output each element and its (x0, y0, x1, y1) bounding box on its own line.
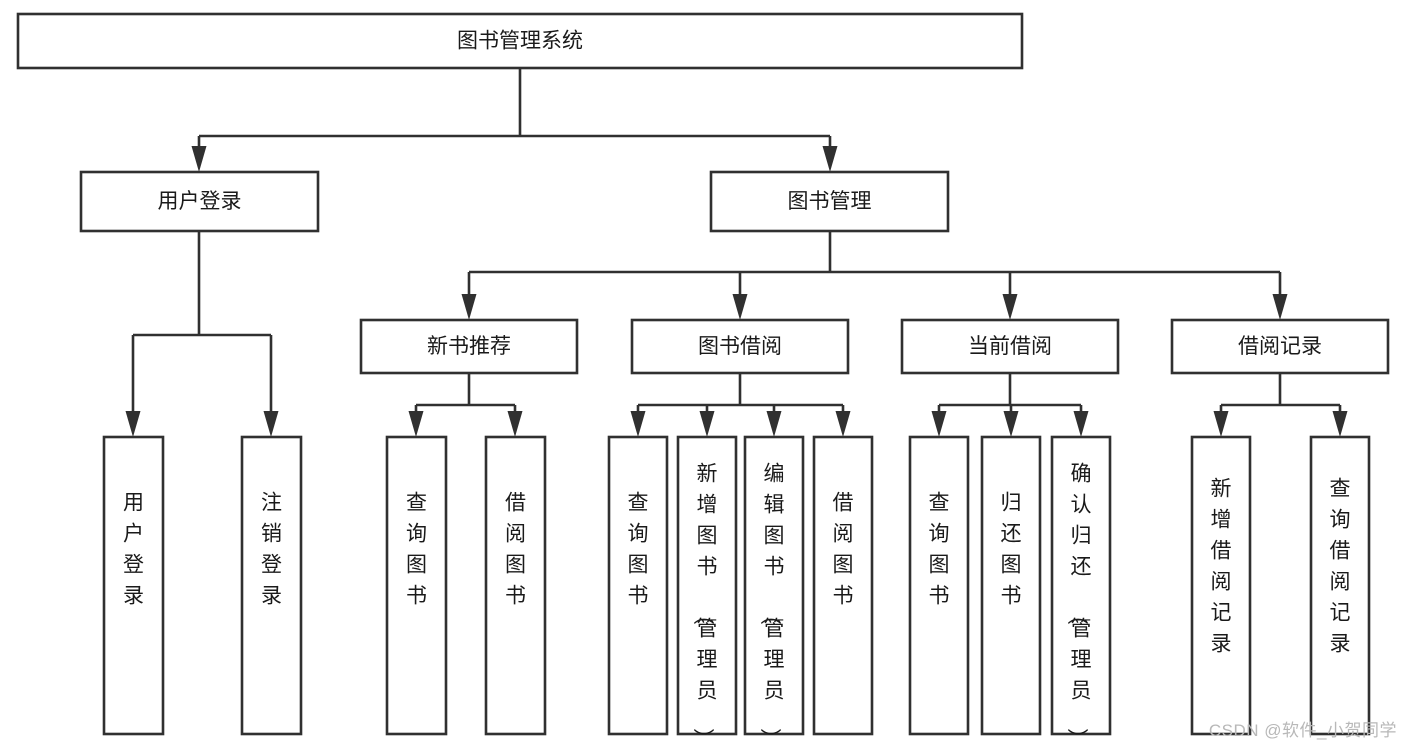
node-box[interactable] (484, 435, 547, 736)
connector-arrowhead-icon (1073, 411, 1089, 437)
connector-arrowhead-icon (408, 411, 424, 437)
node-root[interactable]: 图书管理系统 (16, 12, 1024, 70)
node-box[interactable] (385, 435, 448, 736)
node-box[interactable] (812, 435, 874, 736)
node-box[interactable] (630, 318, 850, 375)
node-leaf-return-book[interactable]: 归还图书 (980, 435, 1042, 736)
node-label: 借阅记录 (1238, 335, 1322, 358)
node-label: 确认归还（管理员） (1066, 462, 1092, 747)
node-box[interactable] (743, 435, 805, 736)
node-label: 注销登录 (261, 491, 282, 607)
connector-arrowhead-icon (766, 411, 782, 437)
node-box[interactable] (676, 435, 738, 736)
node-book-borrow[interactable]: 图书借阅 (630, 318, 850, 375)
node-leaf-query-book-recommend[interactable]: 查询图书 (385, 435, 448, 736)
node-box[interactable] (908, 435, 970, 736)
node-leaf-user-login[interactable]: 用户登录 (102, 435, 165, 736)
connector-arrowhead-icon (732, 294, 748, 320)
node-box[interactable] (102, 435, 165, 736)
connector-arrowhead-icon (1272, 294, 1288, 320)
node-label: 图书管理 (788, 190, 872, 213)
node-current-borrow[interactable]: 当前借阅 (900, 318, 1120, 375)
node-book-manage[interactable]: 图书管理 (709, 170, 950, 233)
node-box[interactable] (1309, 435, 1371, 736)
node-leaf-query-book-borrow[interactable]: 查询图书 (607, 435, 669, 736)
node-label: 图书管理系统 (457, 30, 583, 53)
connector-arrowhead-icon (835, 411, 851, 437)
connector-arrowhead-icon (263, 411, 279, 437)
node-user-login[interactable]: 用户登录 (79, 170, 320, 233)
node-box[interactable] (240, 435, 303, 736)
node-leaf-add-book-admin[interactable]: 新增图书（管理员） (676, 435, 738, 747)
node-leaf-edit-book-admin[interactable]: 编辑图书（管理员） (743, 435, 805, 747)
node-box[interactable] (16, 12, 1024, 70)
node-label: 查询借阅记录 (1330, 477, 1351, 655)
node-label: 用户登录 (158, 190, 242, 213)
connector-arrowhead-icon (1332, 411, 1348, 437)
node-borrow-record[interactable]: 借阅记录 (1170, 318, 1390, 375)
node-label: 新增图书（管理员） (692, 462, 718, 747)
node-label: 查询图书 (628, 491, 649, 607)
node-box[interactable] (359, 318, 579, 375)
node-leaf-confirm-return-admin[interactable]: 确认归还（管理员） (1050, 435, 1112, 747)
node-label: 编辑图书（管理员） (759, 462, 785, 747)
node-leaf-borrow-book-recommend[interactable]: 借阅图书 (484, 435, 547, 736)
connector-arrowhead-icon (461, 294, 477, 320)
node-leaf-query-book-current[interactable]: 查询图书 (908, 435, 970, 736)
connector-arrowhead-icon (507, 411, 523, 437)
node-label: 图书借阅 (698, 335, 782, 358)
node-label: 用户登录 (123, 491, 144, 607)
connector-arrowhead-icon (822, 146, 838, 172)
node-box[interactable] (900, 318, 1120, 375)
connector-arrowhead-icon (630, 411, 646, 437)
node-label: 借阅图书 (833, 491, 854, 607)
node-box[interactable] (1170, 318, 1390, 375)
connector-layer (125, 68, 1348, 437)
node-box[interactable] (607, 435, 669, 736)
node-box[interactable] (1190, 435, 1252, 736)
connector-arrowhead-icon (191, 146, 207, 172)
node-box[interactable] (709, 170, 950, 233)
node-layer: 图书管理系统用户登录图书管理新书推荐图书借阅当前借阅借阅记录用户登录注销登录查询… (16, 12, 1390, 747)
connector-arrowhead-icon (699, 411, 715, 437)
connector-arrowhead-icon (125, 411, 141, 437)
connector-arrowhead-icon (1213, 411, 1229, 437)
node-label: 查询图书 (406, 491, 427, 607)
node-box[interactable] (79, 170, 320, 233)
node-label: 借阅图书 (505, 491, 526, 607)
node-box[interactable] (980, 435, 1042, 736)
node-leaf-borrow-book[interactable]: 借阅图书 (812, 435, 874, 736)
node-leaf-add-borrow-record[interactable]: 新增借阅记录 (1190, 435, 1252, 736)
connector-arrowhead-icon (1002, 294, 1018, 320)
connector-arrowhead-icon (1003, 411, 1019, 437)
node-label: 查询图书 (929, 491, 950, 607)
connector-arrowhead-icon (931, 411, 947, 437)
node-label: 新书推荐 (427, 335, 511, 358)
node-label: 归还图书 (1001, 491, 1022, 607)
node-new-book-recommend[interactable]: 新书推荐 (359, 318, 579, 375)
node-label: 新增借阅记录 (1211, 477, 1232, 655)
node-box[interactable] (1050, 435, 1112, 736)
node-label: 当前借阅 (968, 335, 1052, 358)
node-leaf-logout[interactable]: 注销登录 (240, 435, 303, 736)
node-leaf-query-borrow-record[interactable]: 查询借阅记录 (1309, 435, 1371, 736)
